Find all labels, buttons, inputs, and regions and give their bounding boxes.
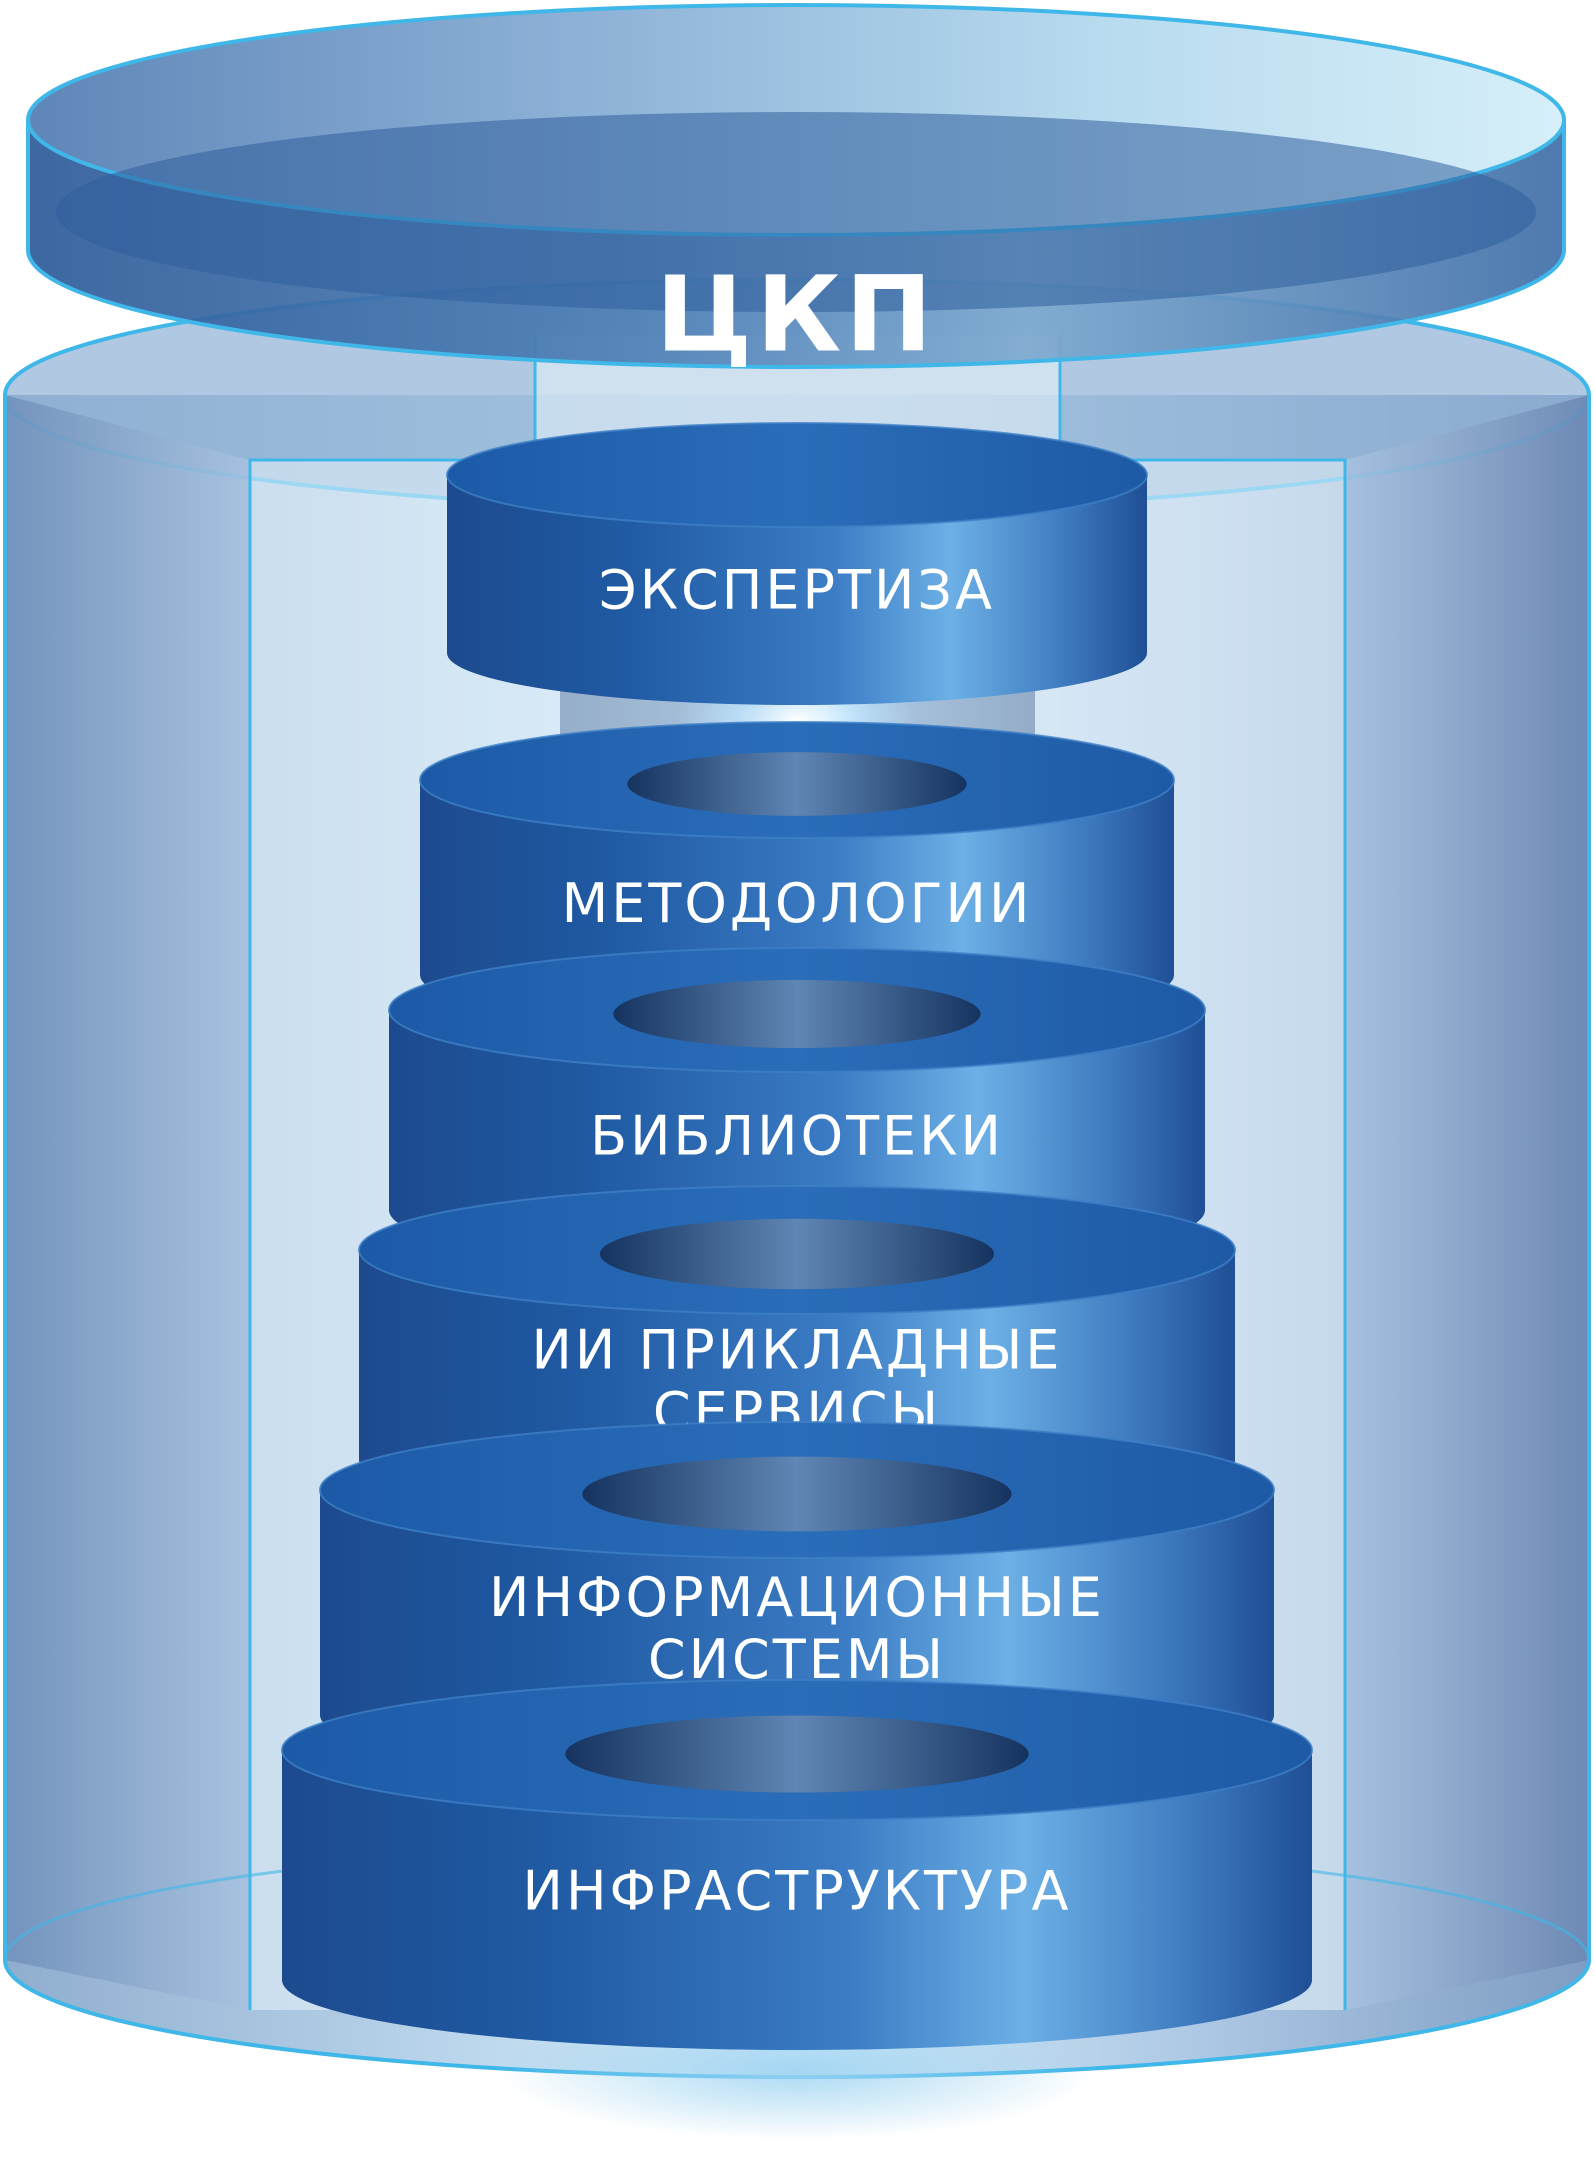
layer-rim bbox=[319, 1421, 1275, 1559]
title-label: ЦКП bbox=[656, 253, 937, 375]
layer-label: БИБЛИОТЕКИ bbox=[590, 1105, 1004, 1168]
layer-side bbox=[447, 475, 1147, 705]
layer-rim bbox=[358, 1185, 1236, 1315]
layer-label: МЕТОДОЛОГИИ bbox=[562, 872, 1033, 935]
layer-rim bbox=[446, 422, 1148, 528]
layer-side bbox=[282, 1750, 1312, 2050]
layer-label: ЭКСПЕРТИЗА bbox=[599, 559, 995, 622]
layer-hole bbox=[613, 979, 981, 1049]
layer-rim bbox=[281, 1679, 1313, 1821]
lid-disk: ЦКП bbox=[26, 3, 1566, 375]
layer-expertise: ЭКСПЕРТИЗА bbox=[446, 422, 1148, 705]
layer-top bbox=[447, 423, 1147, 527]
layer-stack: ЭКСПЕРТИЗА МЕТОДОЛОГИИ БИБЛИОТЕКИ ИИ ПРИКЛА… bbox=[281, 422, 1313, 2050]
layer-hole bbox=[599, 1218, 995, 1290]
layer-label: ИИ ПРИКЛАДНЫЕ bbox=[532, 1319, 1063, 1382]
layer-label: ИНФРАСТРУКТУРА bbox=[523, 1860, 1072, 1923]
layer-infrastructure: ИНФРАСТРУКТУРА bbox=[281, 1679, 1313, 2050]
layer-label: ИНФОРМАЦИОННЫЕ bbox=[489, 1566, 1105, 1629]
layer-hole bbox=[565, 1715, 1029, 1793]
layer-rim bbox=[419, 721, 1175, 839]
layer-hole bbox=[627, 752, 967, 816]
layer-rim bbox=[388, 947, 1206, 1073]
layer-hole bbox=[582, 1456, 1012, 1532]
